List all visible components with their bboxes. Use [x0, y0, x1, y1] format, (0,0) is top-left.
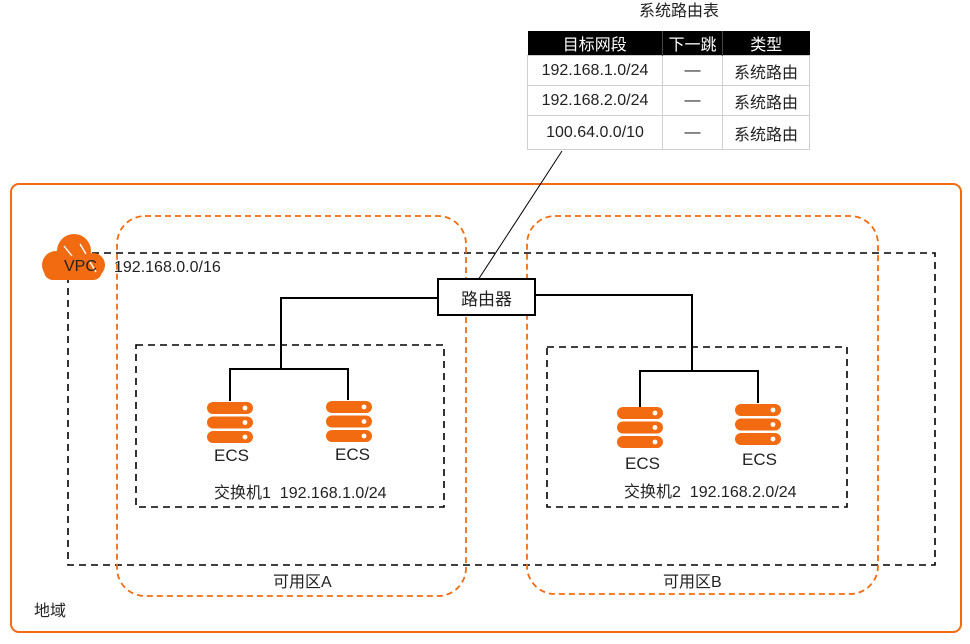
zone-a-label: 可用区A	[273, 574, 332, 591]
table-cell: —	[662, 115, 723, 150]
router-label: 路由器	[461, 289, 512, 309]
table-cell: 系统路由	[722, 85, 810, 116]
route-table-header: 目标网段	[527, 31, 663, 56]
switch-1-label: 交换机1 192.168.1.0/24	[214, 485, 387, 502]
switch-2-border	[546, 346, 848, 508]
server-icon	[617, 407, 663, 448]
table-row: 192.168.1.0/24 — 系统路由	[527, 55, 810, 86]
route-table-header: 下一跳	[662, 31, 723, 56]
vpc-label: VPC	[64, 258, 97, 275]
router-node: 路由器	[437, 278, 536, 316]
table-router-line	[477, 150, 563, 281]
ecs-label: ECS	[335, 445, 370, 464]
table-cell: —	[662, 55, 723, 86]
table-cell: 100.64.0.0/10	[527, 115, 663, 150]
table-cell: 192.168.1.0/24	[527, 55, 663, 86]
vpc-border	[67, 252, 936, 566]
table-cell: 系统路由	[722, 55, 810, 86]
cloud-icon	[42, 234, 105, 280]
table-cell: 192.168.2.0/24	[527, 85, 663, 116]
vpc-cidr: 192.168.0.0/16	[114, 259, 221, 276]
switch-1-border	[135, 344, 445, 508]
ecs-label: ECS	[625, 454, 660, 473]
server-icon	[735, 404, 781, 445]
region-border	[10, 183, 962, 633]
route-table: 目标网段 下一跳 类型 192.168.1.0/24 — 系统路由 192.16…	[527, 31, 810, 150]
table-cell: 系统路由	[722, 115, 810, 150]
region-label: 地域	[34, 603, 67, 620]
switch2-ecs-line	[639, 370, 759, 407]
route-table-header-row: 目标网段 下一跳 类型	[527, 31, 810, 56]
switch1-ecs-line	[229, 368, 349, 401]
ecs-label: ECS	[214, 446, 249, 465]
route-table-header: 类型	[722, 31, 810, 56]
table-cell: —	[662, 85, 723, 116]
route-table-title: 系统路由表	[639, 3, 720, 20]
router-switch2-line	[536, 294, 693, 371]
server-icon	[326, 401, 372, 442]
router-switch1-line	[280, 297, 437, 369]
zone-b-label: 可用区B	[663, 574, 722, 591]
server-icon	[207, 402, 253, 443]
zone-a-border	[116, 215, 467, 597]
ecs-label: ECS	[742, 450, 777, 469]
table-row: 192.168.2.0/24 — 系统路由	[527, 85, 810, 116]
switch-2-label: 交换机2 192.168.2.0/24	[624, 484, 797, 501]
table-row: 100.64.0.0/10 — 系统路由	[527, 115, 810, 150]
zone-b-border	[526, 215, 879, 595]
